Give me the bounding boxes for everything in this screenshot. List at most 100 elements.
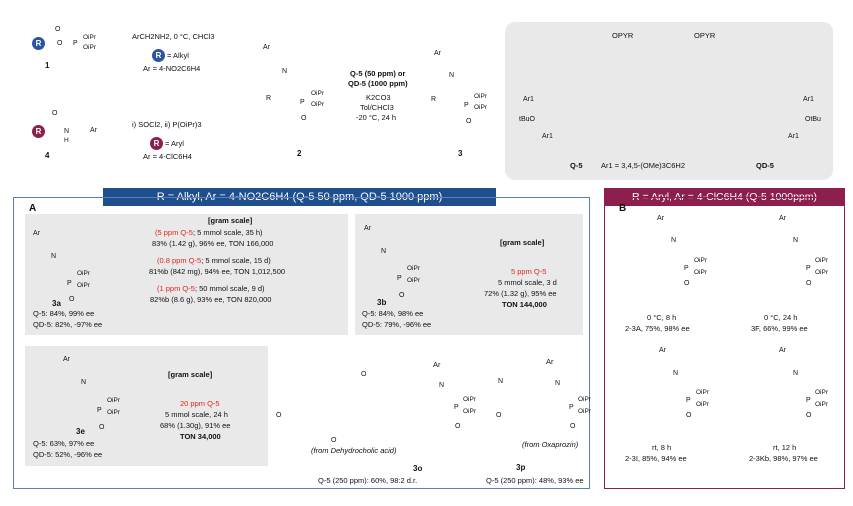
b3-result: 2-3I, 85%, 94% ee [625,454,687,463]
s3b-oipr1: OiPr [407,265,420,272]
s3p-p: P [569,404,574,411]
s3o-p: P [454,404,459,411]
panel-a-frame [13,197,590,489]
int-oipr2: OiPr [311,101,324,108]
p3-p: P [464,102,469,109]
3e-r2: 5 mmol scale, 24 h [165,410,228,419]
3e-gram: [gram scale] [168,370,213,379]
s3o-o: O [455,423,461,430]
cond-base: K2CO3 [366,93,391,102]
s3o-oipr1: OiPr [463,396,476,403]
3e-r3: 68% (1.30g), 91% ee [160,421,231,430]
c1-p: P [73,40,78,47]
b4-oipr2: OiPr [815,401,828,408]
label-3a: 3a [52,299,61,308]
label-3p: 3p [516,463,526,472]
3o-source: (from Dehydrocholic acid) [311,446,397,455]
label-3b: 3b [377,298,387,307]
b4-oipr1: OiPr [815,389,828,396]
aryl-label: = Aryl [165,139,184,148]
c1-o2: O [57,40,63,47]
b3-cond: rt, 8 h [652,443,672,452]
s3e-oipr2: OiPr [107,409,120,416]
3e-r4: TON 34,000 [180,432,221,441]
s3e-o: O [99,424,105,431]
b2-cond: 0 °C, 24 h [764,313,798,322]
condition-bottom: i) SOCl2, ii) P(OiPr)3 [132,120,202,129]
3p-source: (from Oxaprozin) [522,440,579,449]
int-p: P [300,99,305,106]
b4-ar: Ar [779,347,786,354]
b3-p: P [686,397,691,404]
p3-r: R [431,96,437,103]
cond-cat2: QD-5 (1000 ppm) [348,79,408,88]
3o-result: Q-5 (250 ppm): 60%, 98:2 d.r. [318,476,418,485]
ar1-definition: Ar1 = 3,4,5-(OMe)3C6H2 [601,161,685,170]
s3o-oipr2: OiPr [463,408,476,415]
label-3e: 3e [76,427,85,436]
3a-r2a: (0.8 ppm Q-5; 5 mmol scale, 15 d) [157,256,271,265]
3b-qd5: QD-5: 79%, -96% ee [362,320,432,329]
s3o-n: N [439,382,445,389]
b3-oipr2: OiPr [696,401,709,408]
s3e-p: P [97,407,102,414]
qd5-opyr: OPYR [694,31,716,40]
qd5-ar1-bot: Ar1 [788,133,799,140]
3b-r2: 5 mmol scale, 3 d [498,278,557,287]
q5-opyr: OPYR [612,31,634,40]
b1-n: N [671,237,677,244]
b1-oipr1: OiPr [694,257,707,264]
label-3o: 3o [413,464,423,473]
b2-o: O [806,280,812,287]
aryl-ar: Ar = 4-ClC6H4 [143,152,192,161]
s3a-p: P [67,280,72,287]
s3b-oipr2: OiPr [407,277,420,284]
c1-oipr2: OiPr [83,44,96,51]
b1-cond: 0 °C, 8 h [647,313,677,322]
int-n: N [282,68,288,75]
3a-r2b: 81%b (842 mg), 94% ee, TON 1,012,500 [149,267,286,276]
b3-ar: Ar [659,347,666,354]
s3a-oipr2: OiPr [77,282,90,289]
p3-n: N [449,72,455,79]
r-aryl-badge: R [150,137,163,150]
r-alkyl-badge: R [152,49,165,62]
s3p-ar: Ar [546,357,554,366]
q5-obu: tBuO [519,116,535,123]
3a-r3b: 82%b (8.6 g), 93% ee, TON 820,000 [150,295,272,304]
3b-r3: 72% (1.32 g), 95% ee [484,289,557,298]
cond-solv: Tol/CHCl3 [360,103,394,112]
s3a-o: O [69,296,75,303]
s3a-ar: Ar [33,230,40,237]
box-3a [25,214,348,335]
b3-oipr1: OiPr [696,389,709,396]
p3-oipr2: OiPr [474,104,487,111]
alkyl-label: = Alkyl [167,51,189,60]
s3p-o: O [570,423,576,430]
s3p-oipr2: OiPr [578,408,591,415]
s3o-ketone2: O [331,437,337,444]
compound-4-label: 4 [45,151,50,160]
b2-p: P [806,265,811,272]
b4-p: P [806,397,811,404]
compound-2-label: 2 [297,149,302,158]
s3b-ar: Ar [364,225,371,232]
int-o: O [301,115,307,122]
s3p-oxazole-o: O [496,412,502,419]
p3-o: O [466,118,472,125]
c4-n: N [64,128,70,135]
b3-o: O [686,412,692,419]
3b-r4: TON 144,000 [502,300,547,309]
s3o-ar: Ar [433,360,441,369]
3e-qd5: QD-5: 52%, -96% ee [33,450,103,459]
s3b-n: N [381,248,387,255]
panel-a-label: A [29,203,37,214]
c1-oipr: OiPr [83,34,96,41]
s3p-oipr1: OiPr [578,396,591,403]
c4-ar: Ar [90,127,97,134]
3a-r1a: (5 ppm Q-5; 5 mmol scale, 35 h) [155,228,263,237]
3a-q5: Q-5: 84%, 99% ee [33,309,95,318]
qd5-ar1-top: Ar1 [803,96,814,103]
c1-o: O [55,26,61,33]
cond-temp: -20 °C, 24 h [356,113,397,122]
